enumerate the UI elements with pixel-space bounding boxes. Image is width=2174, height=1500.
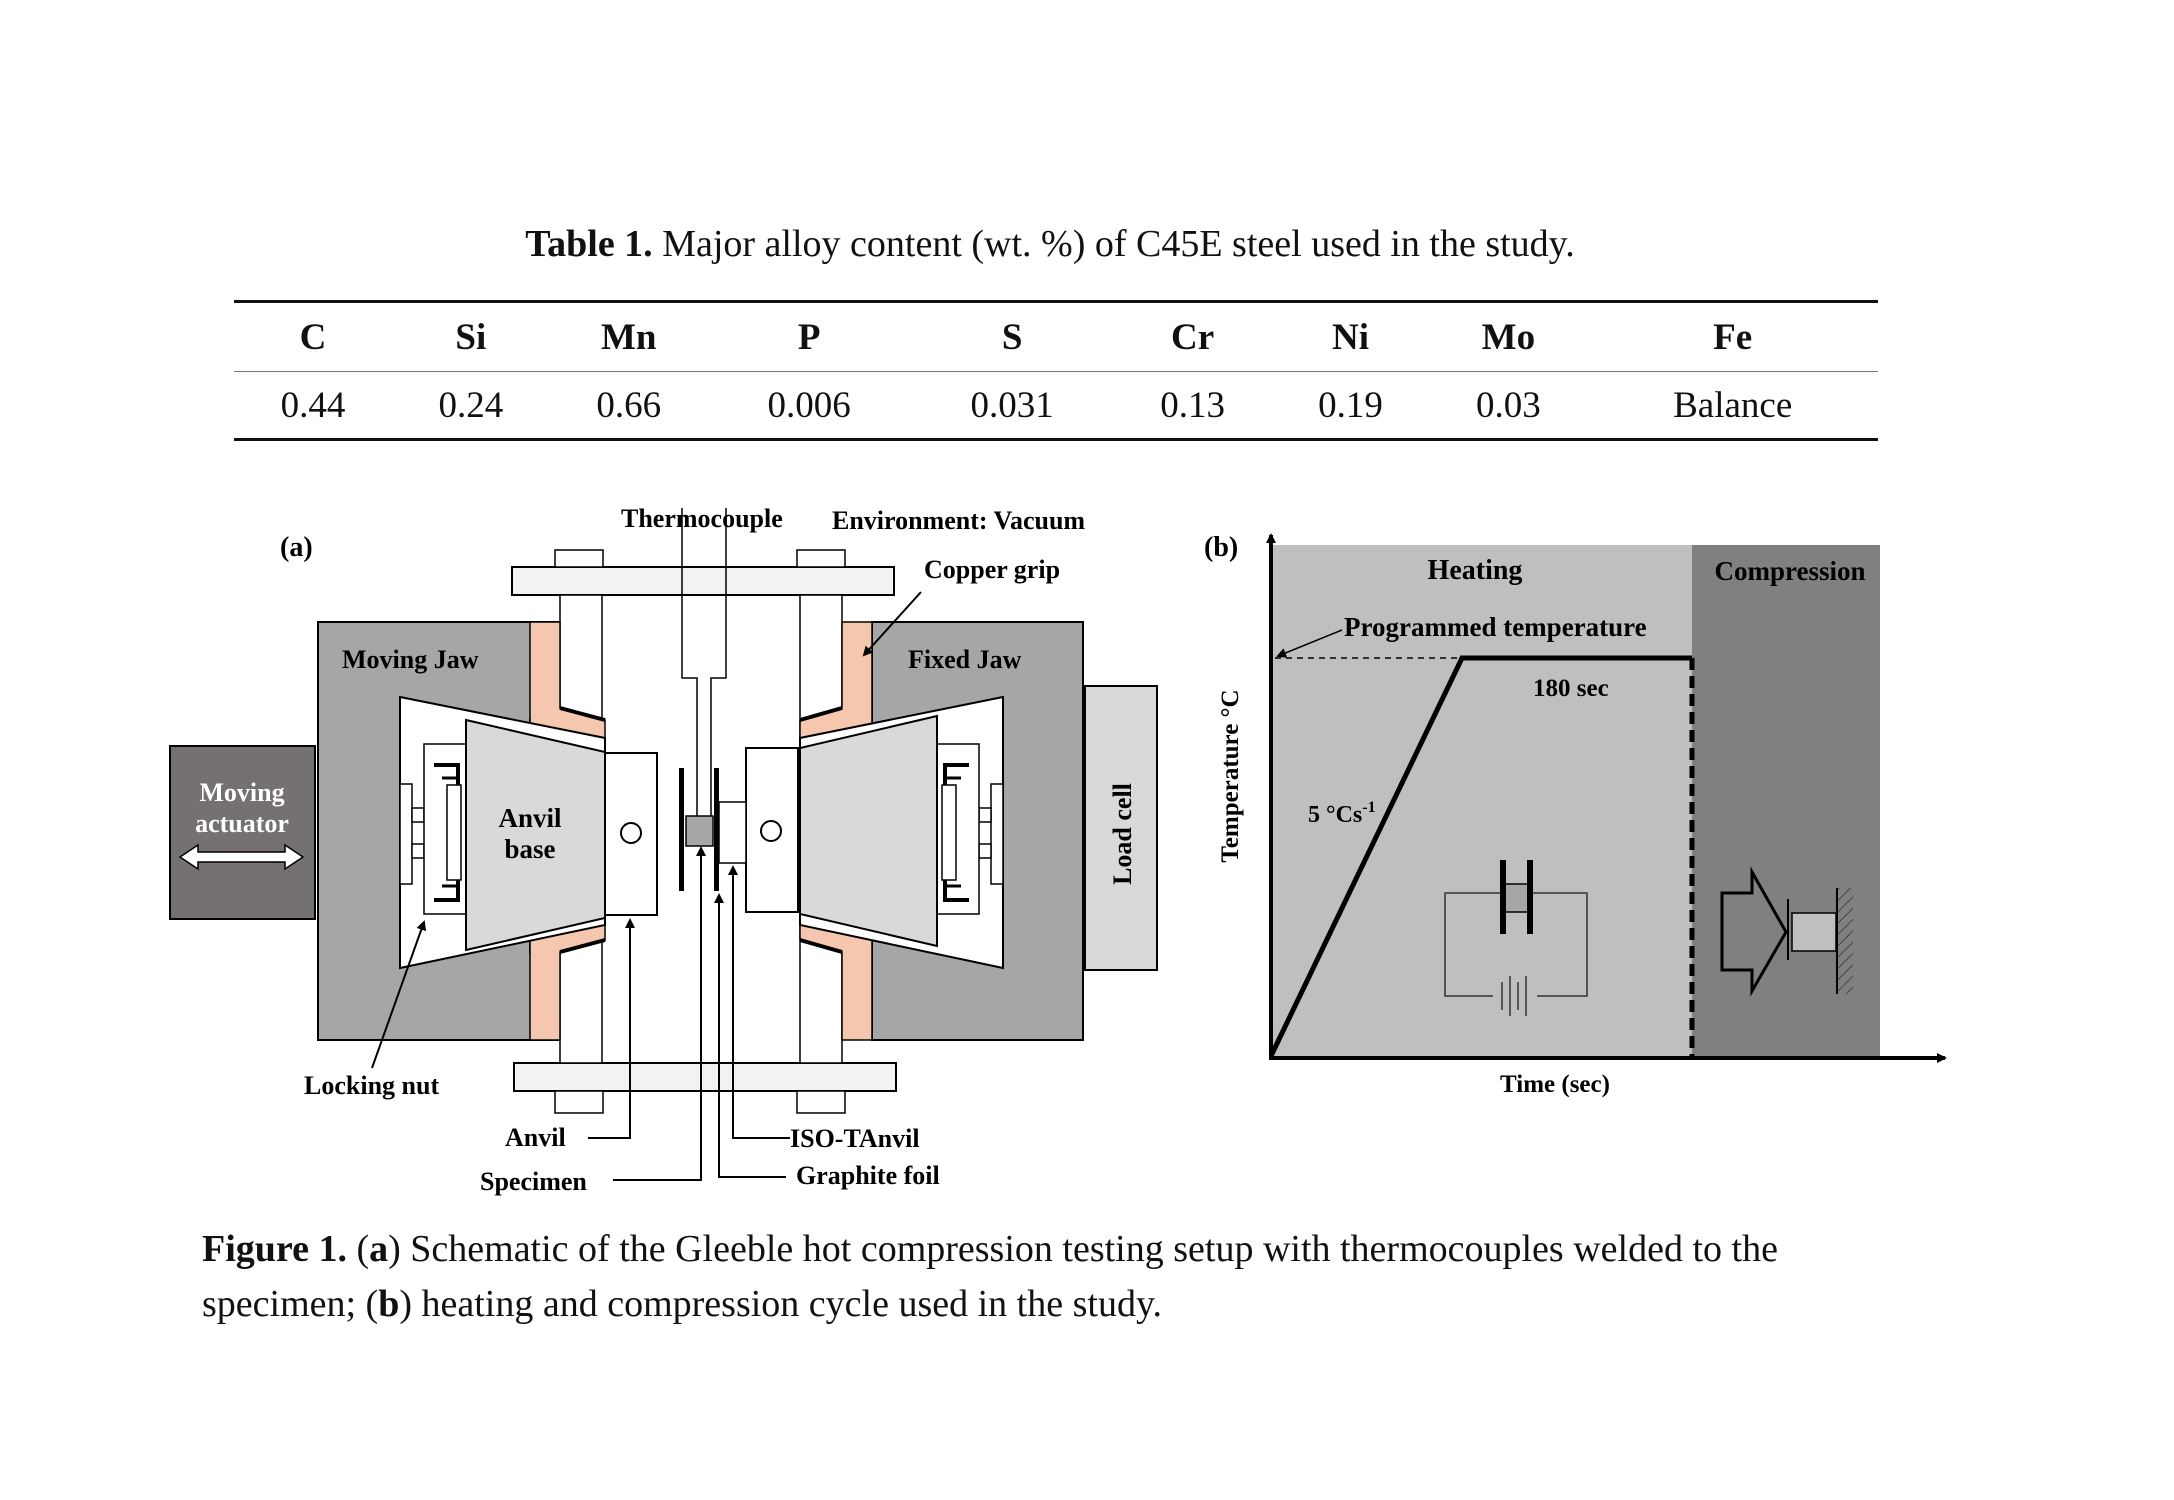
graphite-foil bbox=[714, 768, 719, 891]
copper-grip-leader bbox=[862, 591, 922, 657]
graphite-foil bbox=[679, 768, 684, 891]
anvil-leader bbox=[588, 918, 635, 1139]
header-cell: P bbox=[797, 316, 821, 358]
hold-time-label: 180 sec bbox=[1533, 675, 1609, 702]
header-cell: Ni bbox=[1332, 316, 1369, 358]
graphite-foil-label: Graphite foil bbox=[796, 1161, 940, 1190]
moving-actuator-label: Moving bbox=[199, 778, 284, 807]
locking-nut-leader bbox=[371, 920, 427, 1069]
header-cell: S bbox=[1001, 316, 1023, 358]
panel-b-label: (b) bbox=[1204, 532, 1238, 563]
header-cell: Mo bbox=[1481, 316, 1536, 358]
thermocouple-wire bbox=[681, 508, 727, 816]
temperature-profile bbox=[1268, 655, 1692, 1058]
figure-caption-label: Figure 1. bbox=[202, 1228, 347, 1270]
double-arrow-icon bbox=[178, 843, 305, 871]
grip-rod bbox=[796, 1090, 846, 1114]
copper-grip-label: Copper grip bbox=[924, 555, 1060, 584]
anvil-base bbox=[465, 718, 606, 952]
moving-jaw-label: Moving Jaw bbox=[342, 645, 479, 674]
locking-nut-label: Locking nut bbox=[304, 1071, 439, 1100]
table-cell: 0.03 bbox=[1476, 384, 1541, 426]
fixed-jaw-label: Fixed Jaw bbox=[908, 645, 1022, 674]
y-axis-label: Temperature °C bbox=[1217, 689, 1244, 862]
x-axis-label: Time (sec) bbox=[1500, 1071, 1610, 1098]
figure-caption-text: ) heating and compression cycle used in … bbox=[399, 1283, 1162, 1325]
figure-caption-panel-ref: a bbox=[369, 1228, 389, 1270]
table-cell: 0.19 bbox=[1318, 384, 1383, 426]
locking-nut-left bbox=[399, 743, 467, 915]
table-row: 0.44 0.24 0.66 0.006 0.031 0.13 0.19 0.0… bbox=[234, 372, 1878, 440]
table-caption: Table 1. Major alloy content (wt. %) of … bbox=[0, 222, 2100, 266]
grip-rod bbox=[796, 549, 846, 568]
anvil-base bbox=[799, 714, 938, 948]
alloy-table: C Si Mn P S Cr Ni Mo Fe 0.44 0.24 0.66 0… bbox=[234, 300, 1878, 441]
anvil-base-label: Anvil bbox=[498, 803, 562, 833]
header-cell: Fe bbox=[1713, 316, 1753, 358]
table-cell: 0.24 bbox=[438, 384, 504, 426]
load-cell-label: Load cell bbox=[1108, 783, 1137, 885]
cycle-panel-b: (b) Heating Compression Temperature °C T… bbox=[1204, 532, 1947, 1098]
environment-label: Environment: Vacuum bbox=[832, 506, 1085, 535]
table-cell: 0.13 bbox=[1160, 384, 1225, 426]
figure-caption-text: ) Schematic of the Gleeble hot compressi… bbox=[202, 1228, 1778, 1325]
programmed-temperature-label: Programmed temperature bbox=[1344, 612, 1647, 642]
heating-label: Heating bbox=[1428, 555, 1523, 586]
table-cell: 0.006 bbox=[767, 384, 851, 426]
load-cell bbox=[1084, 685, 1158, 971]
figure-caption-text: ( bbox=[346, 1228, 370, 1270]
moving-actuator bbox=[169, 745, 316, 920]
anvil-hole bbox=[760, 820, 782, 842]
anvil-hole bbox=[620, 822, 642, 844]
anvil-base-label: base bbox=[504, 834, 555, 864]
table-header-row: C Si Mn P S Cr Ni Mo Fe bbox=[234, 301, 1878, 372]
table-caption-text: Major alloy content (wt. %) of C45E stee… bbox=[662, 223, 1575, 265]
iso-tanvil-leader bbox=[728, 865, 790, 1139]
iso-tanvil-label: ISO-TAnvil bbox=[790, 1124, 920, 1153]
heating-rate-label: 5 °Cs-1 bbox=[1308, 799, 1376, 828]
bottom-plate bbox=[513, 1062, 897, 1092]
anvil-right bbox=[745, 747, 799, 913]
table-cell: Balance bbox=[1673, 384, 1793, 426]
grip-rod bbox=[554, 549, 604, 568]
moving-actuator-label: actuator bbox=[195, 809, 289, 838]
programmed-temperature-leader bbox=[1276, 629, 1343, 658]
header-cell: Si bbox=[455, 316, 487, 358]
grip-rod bbox=[554, 1090, 604, 1114]
header-cell: Mn bbox=[600, 316, 657, 358]
table-caption-label: Table 1. bbox=[525, 223, 653, 265]
header-cell: Cr bbox=[1171, 316, 1215, 358]
panel-a-label: (a) bbox=[280, 532, 313, 563]
specimen-label: Specimen bbox=[480, 1167, 587, 1196]
header-cell: C bbox=[299, 316, 327, 358]
figure-caption: Figure 1. (a) Schematic of the Gleeble h… bbox=[202, 1222, 1922, 1332]
top-plate bbox=[511, 566, 895, 596]
specimen-leader bbox=[613, 846, 706, 1181]
table-cell: 0.44 bbox=[280, 384, 346, 426]
iso-tanvil bbox=[718, 801, 747, 864]
table-cell: 0.66 bbox=[596, 384, 662, 426]
specimen bbox=[685, 815, 714, 847]
thermocouple-label: Thermocouple bbox=[621, 504, 783, 533]
compression-arrow-icon bbox=[1720, 866, 1853, 997]
table-cell: 0.031 bbox=[970, 384, 1054, 426]
schematic-panel-a: (a) Moving actuator Moving Jaw Fixed Jaw… bbox=[169, 504, 1158, 1196]
anvil-label: Anvil bbox=[505, 1123, 566, 1152]
heating-circuit-icon bbox=[1444, 860, 1588, 1018]
compression-label: Compression bbox=[1714, 556, 1865, 586]
graphite-foil-leader bbox=[714, 893, 786, 1178]
figure-caption-panel-ref: b bbox=[378, 1283, 400, 1325]
locking-nut-right bbox=[936, 743, 1004, 915]
